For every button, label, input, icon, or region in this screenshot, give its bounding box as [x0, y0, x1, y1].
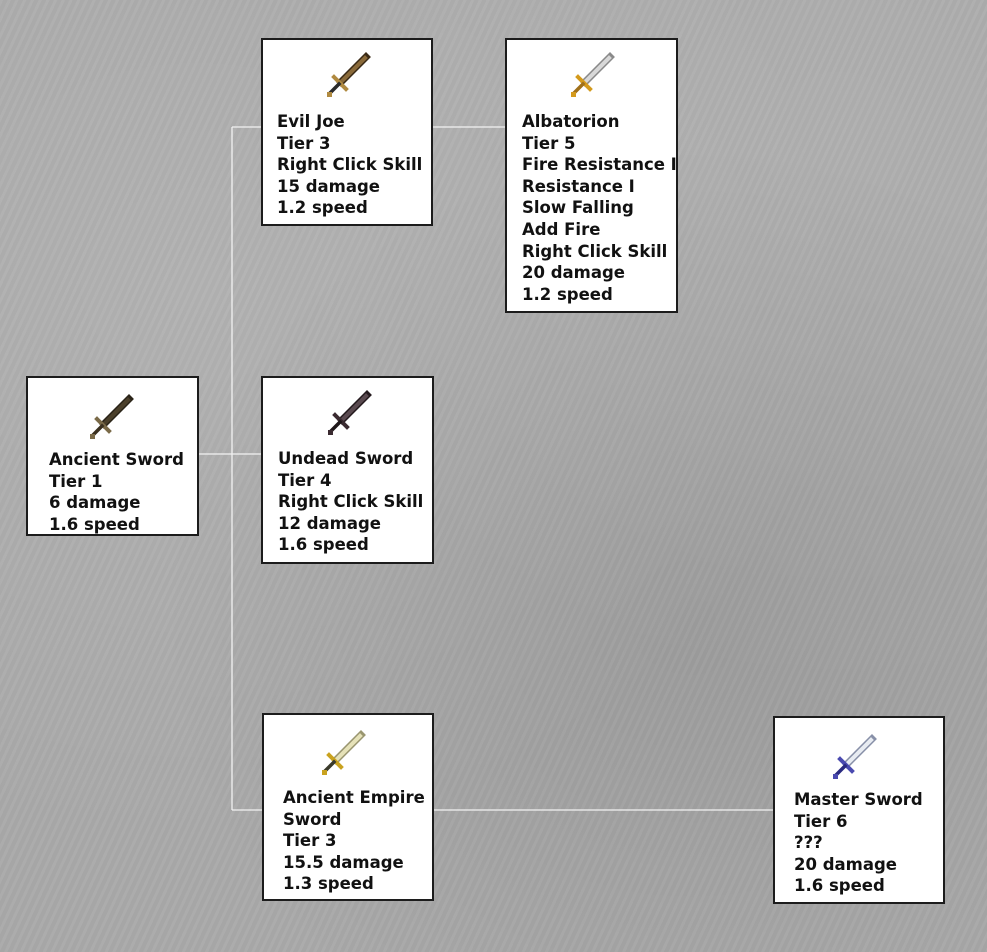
stat-line: 20 damage	[522, 263, 625, 283]
sword-name-continued: Sword	[283, 809, 342, 829]
card-albatorion[interactable]: Albatorion Tier 5 Fire Resistance I Resi…	[505, 38, 678, 313]
card-evil-joe[interactable]: Evil Joe Tier 3 Right Click Skill 15 dam…	[261, 38, 433, 226]
stat-line: 15 damage	[277, 176, 380, 196]
stat-line: Tier 3	[283, 831, 337, 851]
stat-line: Right Click Skill	[277, 155, 423, 175]
sword-name: Ancient Empire	[283, 788, 425, 807]
sword-name: Evil Joe	[277, 112, 345, 131]
stat-line: Tier 6	[794, 811, 848, 831]
master-sword-icon	[833, 734, 877, 779]
card-undead-sword[interactable]: Undead Sword Tier 4 Right Click Skill 12…	[261, 376, 434, 564]
stat-line: 1.3 speed	[283, 874, 374, 894]
stat-line: 15.5 damage	[283, 852, 404, 872]
stat-line: 1.6 speed	[794, 876, 885, 896]
ancient-empire-sword-icon	[322, 730, 366, 775]
stat-line: 1.2 speed	[277, 198, 368, 218]
stat-line: 1.2 speed	[522, 284, 613, 304]
stat-line: Right Click Skill	[278, 492, 424, 512]
sword-name: Albatorion	[522, 112, 620, 131]
sword-name: Ancient Sword	[49, 450, 184, 469]
stat-line: Add Fire	[522, 219, 601, 239]
stat-line: 1.6 speed	[49, 514, 140, 534]
stat-line: Tier 3	[277, 133, 331, 153]
stat-line: Right Click Skill	[522, 241, 668, 261]
stat-line: 1.6 speed	[278, 535, 369, 555]
sword-name: Undead Sword	[278, 449, 414, 468]
card-ancient-empire-sword[interactable]: Ancient Empire Sword Tier 3 15.5 damage …	[262, 713, 434, 901]
stat-line: Resistance I	[522, 176, 635, 196]
stat-line: ???	[794, 833, 823, 853]
stat-line: 12 damage	[278, 513, 381, 533]
stat-line: 20 damage	[794, 854, 897, 874]
stat-line: Tier 4	[278, 470, 332, 490]
stat-line: Fire Resistance I	[522, 155, 677, 175]
stat-line: 6 damage	[49, 493, 141, 513]
stat-line: Tier 5	[522, 133, 576, 153]
undead-sword-icon	[328, 390, 372, 435]
albatorion-sword-icon	[571, 52, 615, 97]
card-ancient-sword[interactable]: Ancient Sword Tier 1 6 damage 1.6 speed	[26, 376, 199, 536]
ancient-sword-icon	[90, 394, 134, 439]
stat-line: Tier 1	[49, 471, 103, 491]
sword-name: Master Sword	[794, 790, 923, 809]
card-master-sword[interactable]: Master Sword Tier 6 ??? 20 damage 1.6 sp…	[773, 716, 945, 904]
stat-line: Slow Falling	[522, 198, 634, 218]
evil-joe-sword-icon	[327, 52, 371, 97]
